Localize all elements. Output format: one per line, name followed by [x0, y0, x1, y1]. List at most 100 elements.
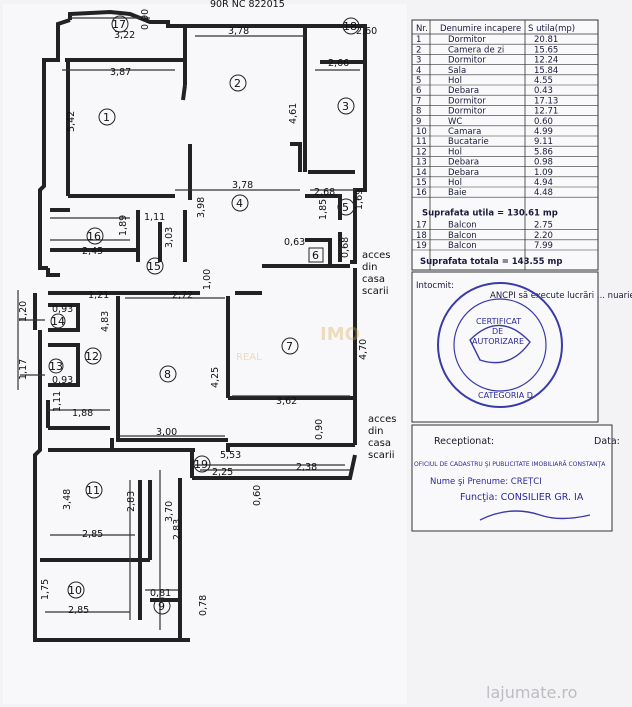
room-18-circle — [342, 17, 360, 35]
dim-label: 0,78 — [198, 595, 209, 616]
table-cell: 0.43 — [534, 86, 553, 96]
table-cell: Balcon — [448, 241, 477, 251]
table-cell: 10 — [416, 127, 427, 137]
table-cell: 4.99 — [534, 127, 553, 137]
thin-lines — [17, 17, 360, 630]
room-11-circle — [85, 481, 103, 499]
table-cell: 5.86 — [534, 147, 553, 157]
table-cell: 12 — [416, 147, 427, 157]
stair-access-top: acces din casa scarii — [362, 250, 391, 297]
dim-label: 2,38 — [296, 462, 317, 473]
room-5-circle — [337, 198, 355, 216]
dim-label: 4,70 — [358, 339, 369, 360]
room-10-circle — [67, 581, 85, 599]
intocmit-label: Intocmit: — [416, 281, 454, 291]
dim-label: 3,87 — [110, 67, 131, 78]
room-2-circle — [229, 74, 247, 92]
dim-label: 0,68 — [340, 237, 351, 258]
brand-text: lajumate.ro — [486, 683, 577, 702]
table-cell: Dormitor — [448, 96, 486, 106]
table-header: S utila(mp) — [528, 24, 575, 34]
room-14-circle — [50, 313, 66, 329]
table-cell: 15.65 — [534, 45, 558, 55]
dim-label: 3,78 — [228, 26, 249, 37]
dim-label: 0,90 — [140, 9, 151, 30]
total-area-label: Suprafata totala = 143.55 mp — [420, 257, 562, 267]
table-cell: 9 — [416, 117, 421, 127]
room-8-circle — [159, 365, 177, 383]
dim-label: 4,25 — [210, 367, 221, 388]
room-1-label: 1 — [103, 111, 110, 124]
table-cell: 4.48 — [534, 188, 553, 198]
room-9-circle — [153, 597, 171, 615]
table-cell: Debara — [448, 86, 479, 96]
signature — [479, 510, 591, 521]
room-8-label: 8 — [164, 368, 171, 381]
dim-label: 3,62 — [276, 396, 297, 407]
table-cell: Sala — [448, 66, 466, 76]
dim-label: 5,53 — [220, 450, 241, 461]
dim-label: 1,85 — [318, 199, 329, 220]
util-area-label: Suprafata utila = 130.61 mp — [422, 208, 558, 218]
room-16-label: 16 — [87, 230, 101, 243]
dim-label: 2,72 — [172, 290, 193, 301]
floor-plan-walls — [33, 9, 367, 642]
room-6-box — [308, 247, 324, 263]
stamp-bottom: CATEGORIA D — [478, 391, 533, 400]
room-5-label: 5 — [342, 201, 349, 214]
dim-label: 3,22 — [114, 30, 135, 41]
table-cell: Balcon — [448, 221, 477, 231]
table-cell: 4.55 — [534, 76, 553, 86]
table-cell: Baie — [448, 188, 467, 198]
table-cell: 4.94 — [534, 178, 553, 188]
table-cell: Dormitor — [448, 35, 486, 45]
table-cell: 13 — [416, 158, 427, 168]
table-cell: Dormitor — [448, 107, 486, 117]
table-cell: 17 — [416, 221, 427, 231]
table-cell: Hol — [448, 76, 462, 86]
table-cell: 8 — [416, 107, 421, 117]
table-row: 5 Hol 4.55 — [412, 76, 598, 86]
access-line: casa — [362, 274, 385, 285]
room-10-label: 10 — [68, 584, 82, 597]
dim-label: 2,66 — [328, 58, 349, 69]
table-cell: 7.99 — [534, 241, 553, 251]
dim-label: 3,78 — [232, 180, 253, 191]
room-12-label: 12 — [85, 350, 99, 363]
area-table: Nr. Denumire incapere S utila(mp) — [411, 19, 599, 271]
dim-label: 1,00 — [202, 269, 213, 290]
dim-label: 4,83 — [100, 311, 111, 332]
access-line: scarii — [362, 286, 389, 297]
access-line: acces — [362, 250, 391, 261]
dim-label: 2,83 — [126, 491, 137, 512]
table-cell: 2 — [416, 45, 421, 55]
table-cell: Balcon — [448, 231, 477, 241]
table-cell: 5 — [416, 76, 421, 86]
room-17-circle — [111, 15, 129, 33]
dim-label: 0,81 — [150, 588, 171, 599]
dim-label: 0,93 — [52, 375, 73, 386]
table-cell: 17.13 — [534, 96, 558, 106]
function-line: Funcţia: CONSILIER GR. IA — [460, 492, 584, 503]
table-cell: Hol — [448, 178, 462, 188]
dim-label: 0,60 — [252, 485, 263, 506]
dim-label: 2,85 — [68, 605, 89, 616]
table-cell: 12.71 — [534, 107, 558, 117]
room-17-label: 17 — [112, 18, 126, 31]
room-9-label: 9 — [158, 600, 165, 613]
table-cell: 18 — [416, 231, 427, 241]
dim-label: 2,85 — [82, 529, 103, 540]
table-cell: 1 — [416, 35, 421, 45]
